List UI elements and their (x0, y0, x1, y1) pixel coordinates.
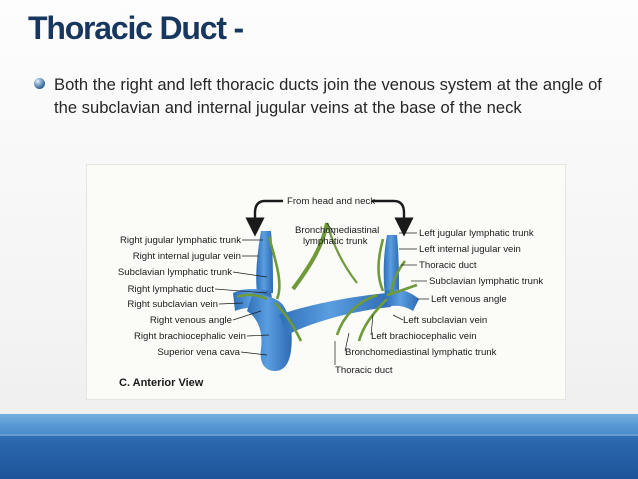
venous-system (233, 231, 419, 371)
left-flow-arrow (245, 199, 283, 237)
right-label-1: Left jugular lymphatic trunk (419, 228, 534, 239)
center-label-line1: Bronchomediastinal (295, 225, 379, 236)
right-flow-arrow (372, 199, 414, 237)
footer-divider (0, 434, 638, 436)
right-label-6: Left subclavian vein (403, 315, 487, 326)
bullet-text: Both the right and left thoracic ducts j… (54, 75, 602, 117)
right-label-9: Thoracic duct (335, 365, 393, 376)
left-label-7: Right brachiocephalic vein (134, 331, 246, 342)
bullet-icon (34, 78, 45, 89)
top-label: From head and neck (287, 196, 375, 207)
footer-highlight (0, 414, 638, 434)
slide-title: Thoracic Duct - (28, 10, 244, 46)
lymphatic-vessels (236, 222, 418, 342)
left-label-5: Right subclavian vein (127, 299, 218, 310)
right-label-3: Thoracic duct (419, 260, 477, 271)
left-label-8: Superior vena cava (157, 347, 240, 358)
right-label-8: Bronchomediastinal lymphatic trunk (345, 347, 497, 358)
left-label-6: Right venous angle (150, 315, 232, 326)
left-brachiocephalic-vein (279, 293, 391, 335)
lymphatic-duct-diagram: From head and neck (118, 196, 543, 389)
anatomy-figure: From head and neck (86, 164, 566, 400)
center-label-line2: lymphatic trunk (303, 236, 368, 247)
footer-band (0, 414, 638, 479)
left-label-1: Right jugular lymphatic trunk (120, 235, 241, 246)
right-label-2: Left internal jugular vein (419, 244, 521, 255)
right-internal-jugular-vein (256, 231, 273, 293)
left-label-3: Subclavian lymphatic trunk (118, 267, 232, 278)
superior-vena-cava (247, 293, 292, 371)
left-label-4: Right lymphatic duct (128, 284, 215, 295)
leader-lines (214, 222, 429, 365)
right-label-7: Left brachiocephalic vein (371, 331, 477, 342)
view-label: C. Anterior View (119, 377, 204, 389)
left-subclavian-vein (385, 289, 419, 311)
right-label-4: Subclavian lymphatic trunk (429, 276, 543, 287)
right-label-5: Left venous angle (431, 294, 507, 305)
left-label-2: Right internal jugular vein (133, 251, 241, 262)
